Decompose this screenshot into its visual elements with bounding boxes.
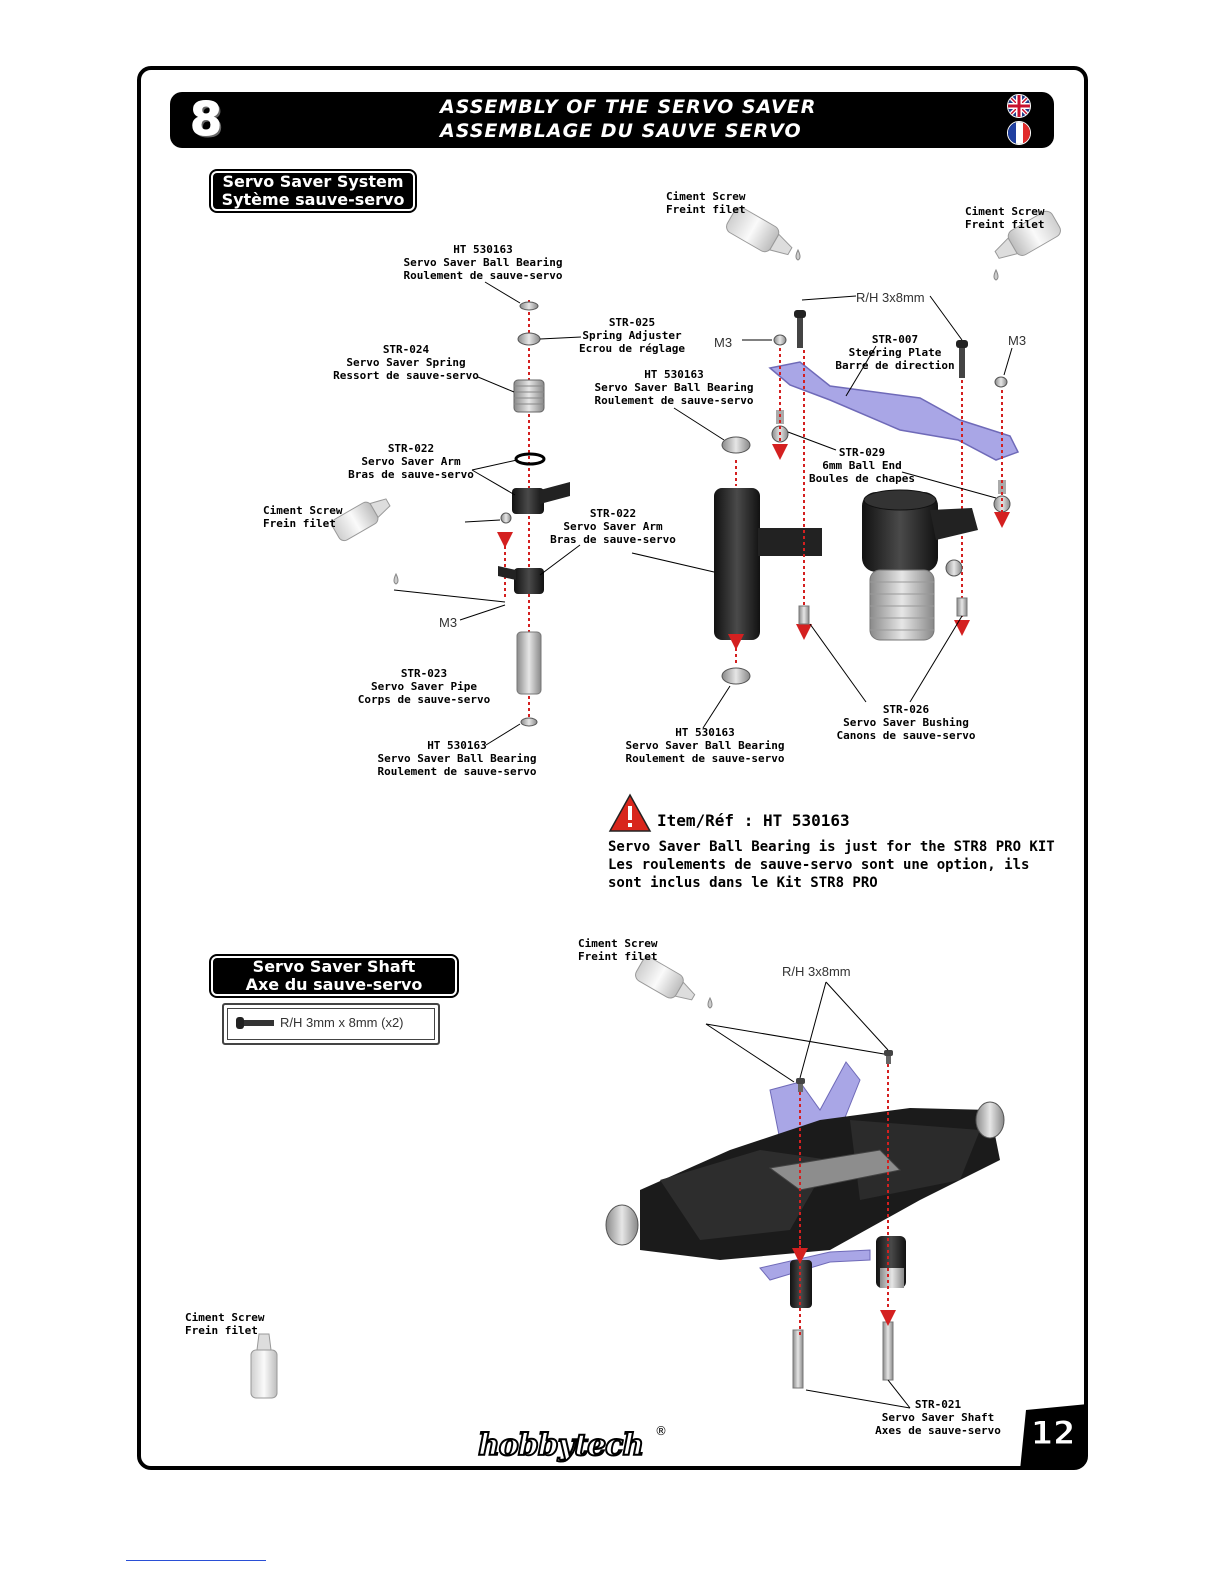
ball-end-icon (993, 480, 1011, 513)
france-flag-icon[interactable] (1007, 121, 1031, 145)
brand-logo: hobbytech (477, 1427, 645, 1464)
screw-icon (236, 1017, 274, 1029)
bottle-icon (994, 210, 1061, 259)
bearing-icon (721, 436, 751, 454)
bushing-icon (798, 605, 810, 625)
step-header (170, 92, 1054, 148)
section-title-en: Servo Saver System (222, 172, 404, 191)
page-badge-icon (1020, 1404, 1088, 1470)
step-title-en: ASSEMBLY OF THE SERVO SAVER (440, 96, 817, 118)
section-servo-saver-shaft: Servo Saver Shaft Axe du sauve-servo (211, 956, 457, 996)
spring-icon (513, 379, 545, 413)
registered-mark: ® (655, 1424, 667, 1438)
section-title-fr: Axe du sauve-servo (245, 975, 423, 994)
servo-saver-assembly-icon (862, 489, 978, 641)
screw-icon (956, 340, 968, 378)
page-number: 12 (1030, 1414, 1076, 1453)
label-m3-right: M3 (1008, 333, 1027, 348)
screw-icon (794, 310, 806, 348)
bottle-icon (635, 957, 696, 1001)
hardware-label: R/H 3mm x 8mm (x2) (280, 1015, 404, 1030)
ball-end-icon (500, 512, 512, 524)
note-body: Servo Saver Ball Bearing is just for the… (608, 839, 1055, 891)
page-frame (137, 66, 1088, 1470)
chassis-assembly-icon (605, 1061, 1005, 1389)
hardware-box: R/H 3mm x 8mm (x2) (222, 1003, 440, 1045)
spring-adjuster-icon (517, 332, 541, 346)
bottle-icon (250, 1333, 278, 1399)
step-title-fr: ASSEMBLAGE DU SAUVE SERVO (440, 120, 802, 142)
nut-icon (994, 376, 1008, 388)
bottle-icon (726, 207, 793, 256)
bearing-icon (721, 667, 751, 685)
screw-icon (884, 1050, 893, 1064)
label-rh-screw-lower: R/H 3x8mm (782, 964, 851, 979)
steering-plate-icon (768, 361, 1020, 461)
section-servo-saver-system: Servo Saver System Sytème sauve-servo (211, 171, 415, 211)
bearing-icon (520, 717, 538, 727)
screw-icon (796, 1078, 805, 1092)
step-number: 8 (190, 92, 223, 147)
section-title-fr: Sytème sauve-servo (221, 190, 405, 209)
uk-flag-icon[interactable] (1007, 94, 1031, 118)
bearing-icon (519, 301, 539, 311)
o-ring-icon (514, 452, 546, 466)
note-title: Item/Réf : HT 530163 (657, 811, 850, 830)
bottle-icon (331, 498, 391, 542)
section-title-en: Servo Saver Shaft (252, 957, 416, 976)
pipe-icon (516, 631, 542, 695)
footer-link[interactable] (126, 1560, 266, 1561)
label-m3-mid: M3 (714, 335, 733, 350)
label-m3-left: M3 (439, 615, 458, 630)
servo-saver-body-icon (714, 488, 822, 640)
servo-arm-icon (498, 566, 544, 594)
label-rh-screw-top: R/H 3x8mm (856, 290, 925, 305)
servo-arm-icon (512, 482, 570, 514)
nut-icon (773, 334, 787, 346)
warning-triangle-icon (608, 793, 652, 832)
bushing-icon (956, 597, 968, 617)
